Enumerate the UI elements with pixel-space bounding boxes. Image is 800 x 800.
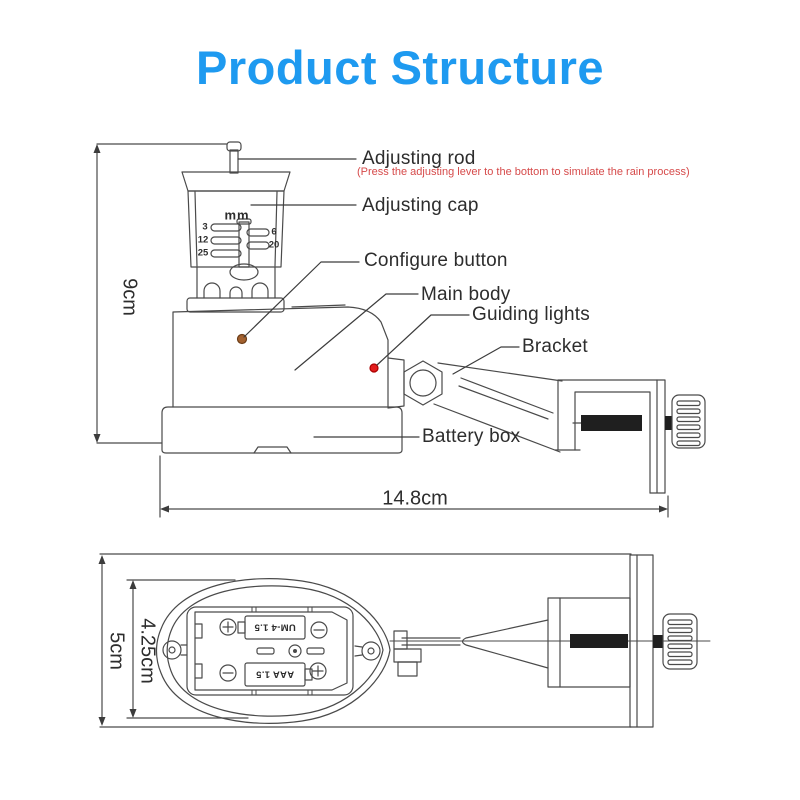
main-body-drawing [172,304,389,408]
label-battery-box: Battery box [422,426,521,447]
label-adjusting-rod-note: (Press the adjusting lever to the bottom… [357,166,690,178]
bottom-view-bounds [99,553,632,728]
label-guiding-lights: Guiding lights [472,304,590,325]
bracket-drawing [387,357,706,494]
page-title: Product Structure [195,41,605,94]
label-configure-button: Configure button [364,250,508,271]
cap-scale-6: 6 [271,226,277,238]
battery-box-bottom-drawing [155,578,391,724]
height-dimension-lines [93,143,228,444]
battery-cells-drawing [237,615,313,687]
screw-posts [162,640,381,661]
cap-scale-3: 3 [202,221,208,233]
polarity-marks [219,618,328,682]
dimension-inner-height: 4.25cm [136,618,159,684]
battery-label-aaa: AAA 1.5 [255,668,295,680]
outer-height-dimension-lines [98,555,106,726]
width-dimension-lines [159,455,669,518]
dimension-width: 14.8cm [382,487,448,510]
clamp-screw [581,415,642,431]
bottom-view-drawing [98,553,711,728]
knurled-knob-drawing [671,394,706,449]
adjusting-rod-drawing [226,141,242,174]
cap-scale-20: 20 [268,239,280,251]
cap-scale-12: 12 [197,234,209,246]
bracket-bottom-drawing [389,554,711,728]
label-adjusting-rod: Adjusting rod [362,148,476,169]
battery-box-drawing [161,406,403,454]
battery-label-um4: UM-4 1.5 [254,621,296,633]
knurled-knob-bottom-drawing [662,613,698,670]
dimension-height: 9cm [118,278,141,316]
label-bracket: Bracket [522,336,588,357]
dimension-outer-height: 5cm [105,632,128,670]
cap-neck-drawing [186,266,285,313]
cap-scale-unit: mm [224,207,250,223]
side-view-drawing [93,141,706,518]
leader-lines [237,158,520,438]
adjusting-cap-drawing [181,171,291,281]
guiding-light-dot [369,363,379,373]
label-main-body: Main body [421,284,511,305]
inner-height-dimension-lines [126,579,249,719]
cap-scale-25: 25 [197,247,209,259]
label-adjusting-cap: Adjusting cap [362,195,479,216]
